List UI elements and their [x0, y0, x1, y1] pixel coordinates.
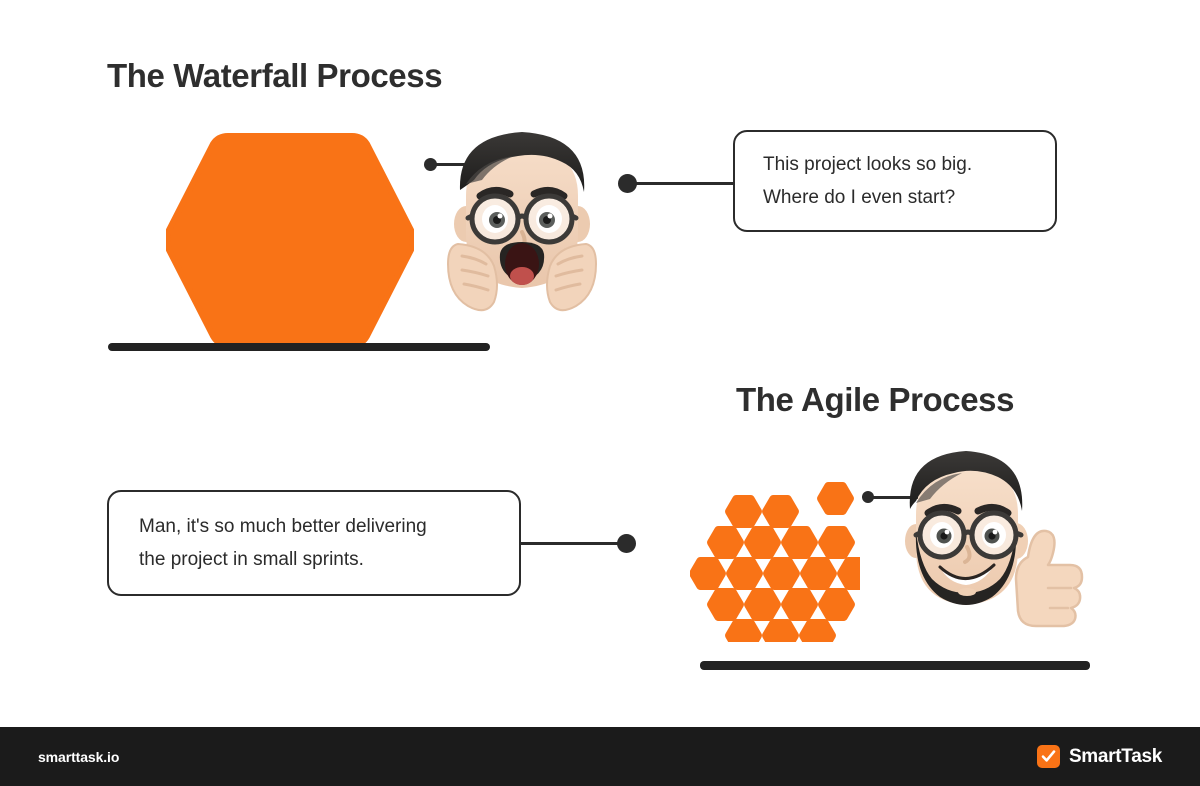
agile-head-connector-line — [870, 496, 918, 499]
footer-bar: smarttask.io SmartTask — [0, 727, 1200, 786]
waterfall-bubble-line-1: This project looks so big. — [763, 154, 973, 175]
waterfall-speech-bubble: This project looks so big. Where do I ev… — [733, 130, 1057, 232]
waterfall-heading: The Waterfall Process — [107, 57, 443, 94]
agile-heading: The Agile Process — [736, 381, 1015, 418]
waterfall-avatar-shocked-icon — [442, 124, 602, 320]
footer-site-url[interactable]: smarttask.io — [38, 748, 120, 765]
waterfall-bubble-line-2: Where do I even start? — [763, 187, 956, 208]
check-square-icon — [1036, 745, 1060, 768]
agile-head-connector-dot — [862, 491, 874, 503]
waterfall-head-connector-dot — [424, 158, 437, 171]
brand-name: SmartTask — [1068, 745, 1162, 767]
waterfall-bubble-connector-dot — [618, 174, 637, 193]
waterfall-bubble-connector-line — [630, 182, 735, 185]
waterfall-large-hexagon-icon — [166, 133, 414, 348]
agile-bubble-connector-dot — [617, 534, 636, 553]
agile-avatar-thumbs-up-icon — [890, 445, 1086, 631]
waterfall-head-connector-line — [432, 163, 482, 166]
agile-speech-bubble: Man, it's so much better delivering the … — [107, 490, 521, 596]
footer-brand[interactable]: SmartTask — [1036, 745, 1162, 768]
waterfall-baseline — [108, 343, 490, 351]
agile-honeycomb-icon — [690, 472, 860, 642]
agile-baseline — [700, 661, 1090, 670]
agile-bubble-line-1: Man, it's so much better delivering — [139, 516, 427, 537]
agile-bubble-line-2: the project in small sprints. — [139, 549, 364, 570]
agile-bubble-connector-line — [519, 542, 625, 545]
